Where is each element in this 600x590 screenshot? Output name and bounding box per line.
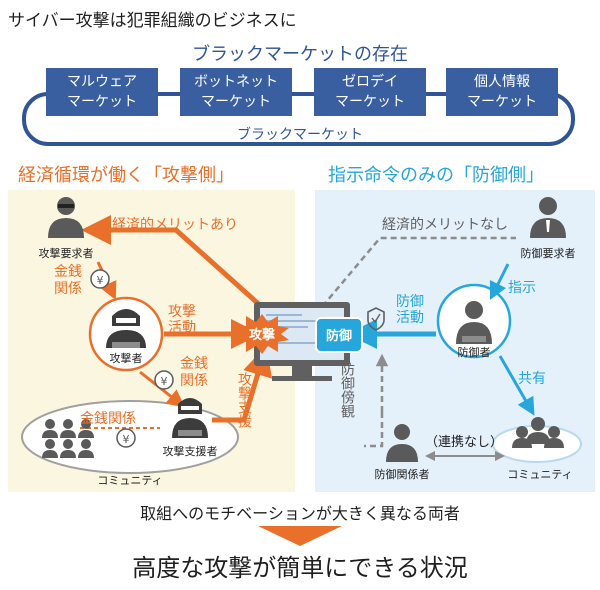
money-label-1b: 関係 (54, 281, 82, 297)
money-label-2a: 金銭 (180, 356, 208, 372)
attacker-icon (106, 309, 146, 348)
botnet-market-box: ボットネット マーケット (180, 68, 292, 116)
attack-supporter-label: 攻撃支援者 (163, 444, 218, 458)
zeroday-market-box: ゼロデイ マーケット (314, 68, 426, 116)
yen-coin-icon (116, 428, 136, 448)
defense-activity-label-a: 防御 (396, 294, 424, 310)
defense-merit-label: 経済的メリットなし (382, 217, 508, 233)
yen-coin-icon (154, 370, 174, 390)
attack-merit-label: 経済的メリットあり (112, 217, 238, 233)
attack-community-members-icon (42, 419, 94, 458)
attack-activity-label-a: 攻撃 (168, 304, 196, 320)
money-label-1a: 金銭 (54, 264, 82, 280)
defense-activity-label-b: 活動 (396, 310, 424, 326)
market-line: マーケット (335, 94, 405, 110)
attack-requester-label: 攻撃要求者 (39, 246, 94, 260)
attack-activity-label-b: 活動 (168, 320, 196, 336)
instruct-label: 指示 (508, 280, 536, 296)
defense-related-person-icon (386, 424, 418, 462)
share-label: 共有 (518, 371, 546, 387)
conclusion-line-2: 高度な攻撃が簡単にできる状況 (132, 554, 468, 582)
support-arrow (212, 345, 273, 423)
defense-related-label: 防御関係者 (375, 467, 430, 481)
defense-badge-box (315, 317, 363, 353)
market-line: マーケット (67, 94, 137, 110)
instruct-arrow (489, 263, 510, 301)
defender-label: 防御者 (458, 345, 491, 359)
headline: サイバー攻撃は犯罪組織のビジネスに (8, 11, 297, 31)
defender-circle (436, 283, 512, 359)
personal-info-market-box: 個人情報 マーケット (446, 68, 558, 116)
attack-supporter-icon (172, 398, 208, 438)
attack-requester-icon (48, 197, 84, 238)
defense-community-members-icon (512, 417, 564, 448)
share-arrow (498, 355, 535, 416)
defense-requester-label: 防御要求者 (521, 246, 576, 260)
market-line: ボットネット (194, 74, 278, 90)
attack-badge-burst (235, 314, 289, 354)
market-line: 個人情報 (474, 74, 530, 90)
defense-requester-icon (530, 197, 566, 238)
attack-community-label: コミュニティ (97, 474, 162, 487)
yen-symbol: ¥ (97, 274, 104, 287)
conclusion-arrow (258, 526, 342, 546)
monitor-neck (292, 366, 312, 376)
malware-market-box: マルウェア マーケット (46, 68, 158, 116)
attack-side-title: 経済循環が働く「攻撃側」 (18, 165, 234, 186)
yen-symbol: ¥ (123, 433, 130, 446)
monitor-base (272, 376, 332, 381)
money-label-3: 金銭関係 (80, 411, 136, 427)
observer-line (364, 412, 384, 448)
market-line: マーケット (467, 94, 537, 110)
defense-badge-text: 防御 (326, 328, 352, 344)
no-merit-arrow (311, 236, 516, 319)
money-label-2b: 関係 (180, 373, 208, 389)
merit-arrow (81, 215, 274, 318)
no-coop-label: （連携なし） (425, 434, 503, 450)
defense-community-label: コミュニティ (507, 468, 572, 481)
yen-symbol: ¥ (161, 375, 168, 388)
market-line: マルウェア (67, 74, 137, 90)
attack-badge-text: 攻撃 (249, 327, 275, 343)
black-market-title: ブラックマーケットの存在 (192, 44, 408, 65)
black-market-frame (22, 92, 575, 146)
defender-icon (456, 301, 492, 344)
defense-observer-label: 防御傍観 (339, 362, 355, 418)
market-line: ゼロデイ (342, 74, 398, 90)
yen-coin-icon (90, 269, 110, 289)
attacker-name-label: 攻撃者 (110, 351, 143, 365)
black-market-caption: ブラックマーケット (237, 127, 363, 143)
conclusion-line-1: 取組へのモチベーションが大きく異なる両者 (140, 504, 460, 523)
defense-side-title: 指示命令のみの「防御側」 (328, 165, 544, 186)
market-line: マーケット (201, 94, 271, 110)
shield-icon (367, 307, 385, 331)
attack-support-label: 攻撃支援 (236, 372, 252, 429)
